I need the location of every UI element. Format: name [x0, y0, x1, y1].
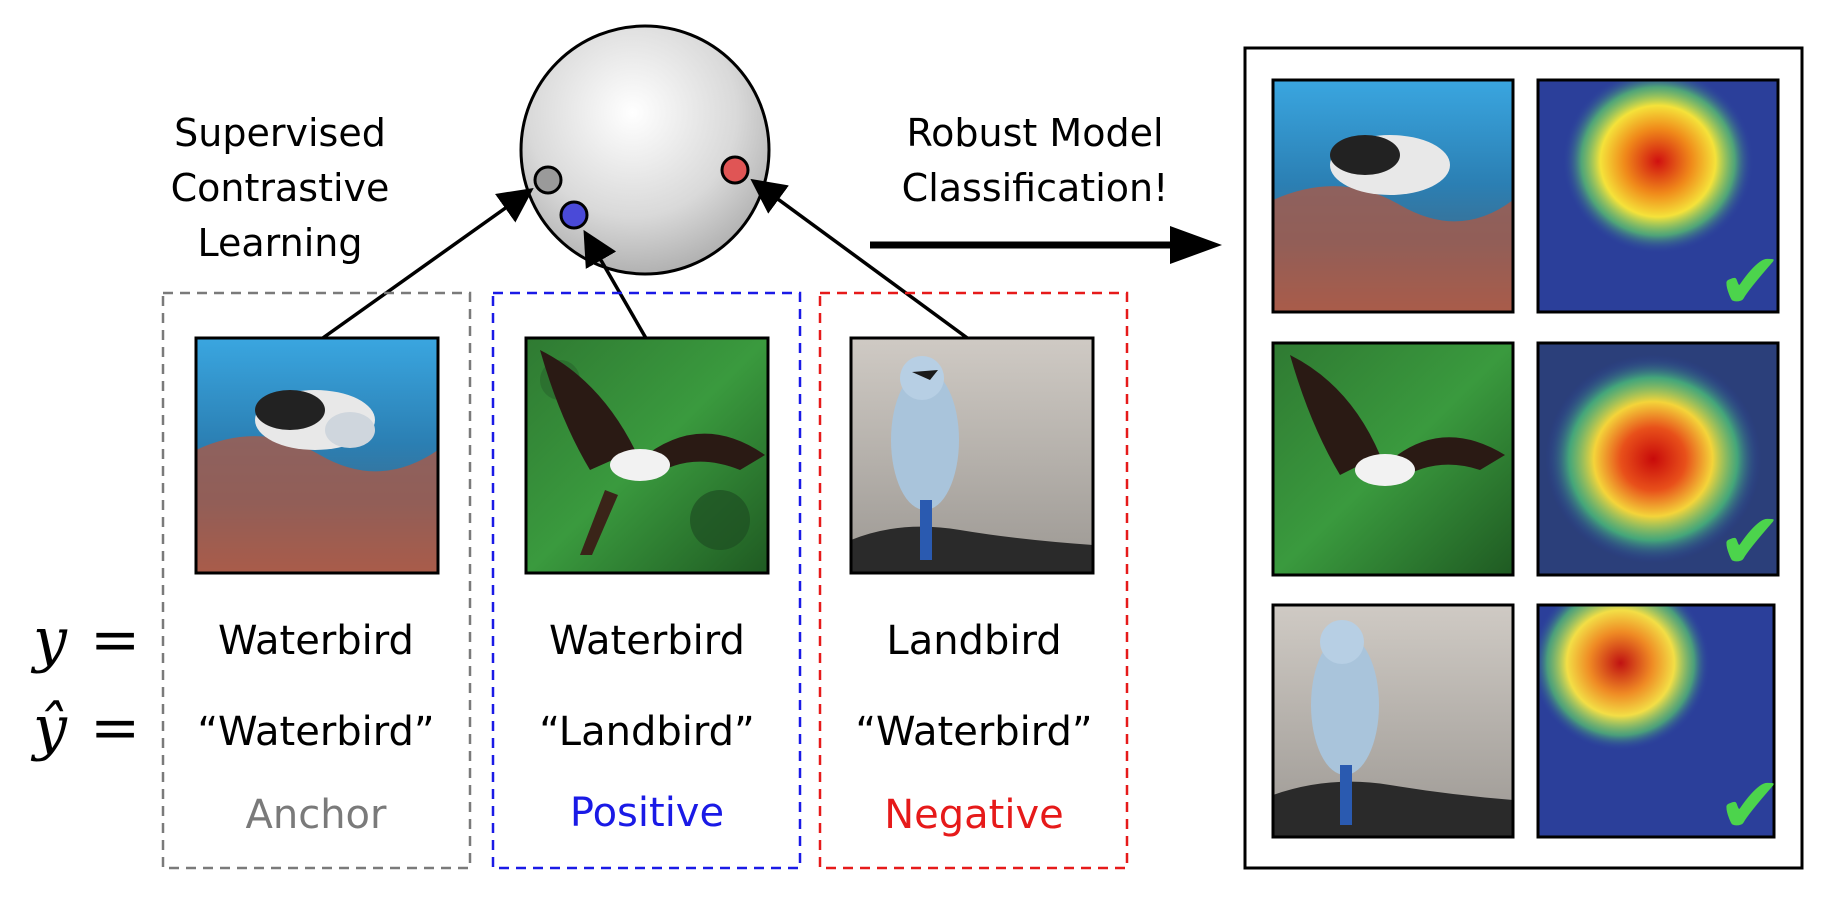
label-row-symbols: y = ŷ = [30, 605, 140, 763]
robust-classification-caption: Robust Model Classification! [902, 111, 1169, 210]
yhat-symbol: ŷ [30, 693, 68, 763]
check-icon: ✔ [1717, 761, 1782, 851]
anchor-true-label: Waterbird [218, 618, 414, 664]
positive-labels: Waterbird “Landbird” Positive [539, 618, 754, 836]
caption-left-line-3: Learning [198, 221, 363, 265]
y-equals: = [90, 605, 140, 675]
negative-group-box [818, 291, 1129, 870]
results-panel: ✔ ✔ [1243, 46, 1804, 870]
result-1-original-image [1271, 78, 1515, 314]
anchor-image [194, 336, 440, 575]
negative-true-label: Landbird [886, 618, 1061, 664]
check-icon: ✔ [1717, 497, 1782, 587]
positive-pred-label: “Landbird” [539, 709, 754, 755]
positive-image [524, 336, 770, 575]
y-symbol: y [30, 605, 68, 675]
result-row-3: ✔ [1271, 603, 1783, 851]
big-right-arrow [870, 226, 1222, 264]
result-3-original-image [1271, 603, 1515, 839]
result-row-1: ✔ [1271, 78, 1783, 327]
anchor-labels: Waterbird “Waterbird” Anchor [197, 618, 434, 838]
sphere [519, 24, 771, 276]
negative-image [849, 336, 1095, 575]
embedding-sphere [519, 24, 771, 276]
positive-group-box [491, 291, 802, 870]
negative-pred-label: “Waterbird” [855, 709, 1092, 755]
negative-role-label: Negative [884, 792, 1064, 838]
result-3-heatmap-image [1536, 603, 1776, 839]
negative-labels: Landbird “Waterbird” Negative [855, 618, 1092, 838]
anchor-pred-label: “Waterbird” [197, 709, 434, 755]
result-2-original-image [1271, 341, 1515, 577]
positive-embedding-point [559, 200, 589, 230]
caption-left-line-2: Contrastive [171, 166, 390, 210]
anchor-arrow [318, 187, 534, 342]
result-2-heatmap-image [1536, 341, 1780, 577]
negative-arrow [750, 178, 972, 342]
result-row-2: ✔ [1271, 341, 1783, 587]
positive-true-label: Waterbird [549, 618, 745, 664]
yhat-equals: = [90, 693, 140, 763]
anchor-group-box [161, 291, 472, 870]
negative-embedding-point [720, 155, 750, 185]
positive-arrow [583, 229, 649, 341]
caption-right-line-1: Robust Model [906, 111, 1163, 155]
supervised-contrastive-caption: Supervised Contrastive Learning [171, 111, 390, 265]
caption-right-line-2: Classification! [902, 166, 1169, 210]
result-1-heatmap-image [1536, 78, 1780, 314]
caption-left-line-1: Supervised [174, 111, 386, 155]
embedding-arrows [318, 178, 972, 342]
anchor-embedding-point [533, 165, 563, 195]
positive-role-label: Positive [570, 790, 724, 836]
anchor-role-label: Anchor [246, 792, 388, 838]
check-icon: ✔ [1717, 237, 1782, 327]
